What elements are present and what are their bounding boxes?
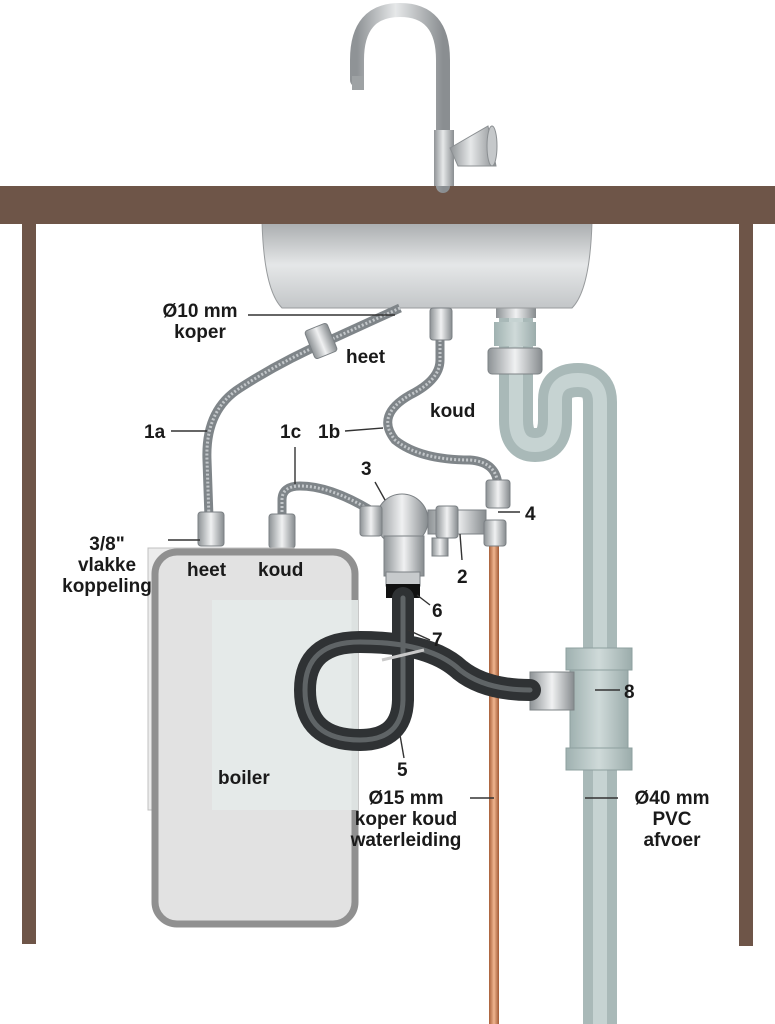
label-diam10-line2: koper [174, 322, 226, 343]
flex-hose-1b [383, 307, 511, 509]
label-diam40-line1: Ø40 mm [634, 788, 710, 809]
label-heet-top: heet [346, 347, 386, 368]
label-heet-boiler: heet [187, 560, 227, 581]
label-coupling-line1: 3/8" [89, 534, 125, 555]
label-diam15-line1: Ø15 mm [368, 788, 444, 809]
label-diam15-line2: koper koud [354, 809, 458, 830]
label-3: 3 [361, 459, 372, 480]
leader-lines [168, 314, 620, 799]
cabinet-left-wall [22, 222, 36, 944]
flex-hose-1a [197, 303, 402, 547]
label-diam40-line2: PVC [652, 809, 692, 830]
copper-pipe [489, 520, 499, 1024]
sink-basin [261, 221, 593, 309]
label-diam40-pvc: Ø40 mm PVC afvoer [622, 788, 722, 851]
boiler-unit [147, 547, 359, 928]
label-coupling: 3/8" vlakke koppeling [46, 534, 168, 597]
label-diam40-line3: afvoer [643, 830, 701, 851]
label-7: 7 [432, 630, 443, 651]
label-1b: 1b [318, 422, 341, 443]
label-4: 4 [525, 504, 536, 525]
cabinet-right-wall [739, 222, 753, 946]
label-koud-boiler: koud [258, 560, 304, 581]
label-diam10-line1: Ø10 mm [162, 301, 238, 322]
label-6: 6 [432, 601, 443, 622]
label-2: 2 [457, 567, 468, 588]
label-5: 5 [397, 760, 408, 781]
countertop [0, 186, 775, 224]
label-1a: 1a [144, 422, 166, 443]
faucet [350, 2, 498, 193]
label-boiler: boiler [218, 768, 270, 789]
label-8: 8 [624, 682, 635, 703]
safety-group [359, 493, 507, 598]
label-coupling-line2: vlakke [77, 555, 137, 576]
pvc-drain [487, 300, 617, 1024]
label-diam10-koper: Ø10 mm koper [150, 301, 250, 343]
drain-hose [293, 587, 541, 752]
label-koud-top: koud [430, 401, 476, 422]
label-diam15-line3: waterleiding [350, 830, 462, 851]
flex-hose-1c [268, 481, 373, 549]
label-1c: 1c [280, 422, 302, 443]
label-diam15-copper: Ø15 mm koper koud waterleiding [340, 788, 472, 851]
label-coupling-line3: koppeling [62, 576, 152, 597]
drain-tee [529, 647, 633, 771]
